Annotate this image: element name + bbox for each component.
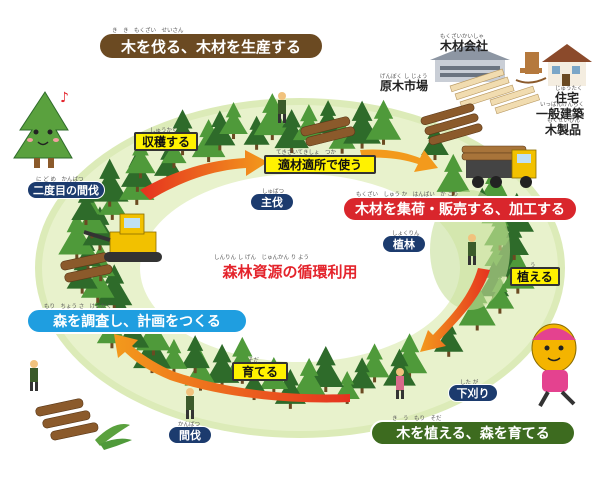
ruby-title: き き もくざい せいさん xyxy=(112,28,184,34)
ruby-housing: じゅうたく xyxy=(555,86,583,92)
step-plant-label: 植える xyxy=(510,267,560,286)
place-general-building-label: 一般建築 xyxy=(536,106,585,121)
conifer-tree xyxy=(307,346,344,393)
step-use-right-label: 適材適所で使う xyxy=(264,155,376,174)
title-cut-produce: 木を伐る、木材を生産する xyxy=(98,32,324,60)
ruby-grow: そだ xyxy=(248,358,260,364)
fern-icon xyxy=(95,424,132,450)
activity-planting-label: 植林 xyxy=(382,235,426,253)
activity-thinning-label: 間伐 xyxy=(168,426,212,444)
place-housing-label: 住宅 xyxy=(555,90,580,105)
step-grow-label: 育てる xyxy=(232,362,288,381)
arrow-plant-icon xyxy=(420,268,490,352)
place-wood-products-label: 木製品 xyxy=(545,122,582,137)
ruby-general-building: いっぱんけんちく xyxy=(540,102,585,108)
ruby-collect: もくざい しゅう か はんばい か こう xyxy=(356,192,459,198)
music-note-icon: ♪ xyxy=(60,90,69,106)
conifer-tree xyxy=(436,153,471,197)
conifer-tree xyxy=(191,119,226,163)
activity-main-cut-label: 主伐 xyxy=(250,193,294,211)
activity-second-thinning-label: 二度目の間伐 xyxy=(27,181,105,199)
ruby-center: しんりん し げん じゅんかん り よう xyxy=(214,255,309,261)
conifer-tree xyxy=(365,99,402,145)
ruby-harvest: しゅうかく xyxy=(150,128,178,134)
center-title: 森林資源の循環利用 xyxy=(222,262,358,281)
section-plant-grow-label: 木を植える、森を育てる xyxy=(370,420,576,446)
ruby-timber-company: もくざいかいしゃ xyxy=(440,34,485,40)
conifer-tree xyxy=(204,110,236,151)
log-pile-icon xyxy=(35,103,483,441)
ruby-plant-grow: き う もり そだ xyxy=(392,416,442,422)
place-timber-company-label: 木材会社 xyxy=(440,38,489,53)
arrow-grow-icon xyxy=(114,334,350,403)
conifer-tree xyxy=(71,187,101,226)
harvester-machine-icon xyxy=(83,213,162,262)
section-survey-plan-label: 森を調査し、計画をつくる xyxy=(26,308,248,334)
ruby-thinning: かんばつ xyxy=(178,422,201,428)
conifer-tree xyxy=(485,276,515,314)
step-harvest-label: 収穫する xyxy=(134,132,198,151)
ruby-weeding: した が xyxy=(460,380,479,386)
ruby-wood-products: もくせいひん xyxy=(547,118,581,124)
cycle-arrows xyxy=(114,149,490,403)
conifer-tree xyxy=(243,115,270,150)
ruby-planting: しょくりん xyxy=(392,231,420,237)
place-log-market-label: 原木市場 xyxy=(380,78,429,93)
conifer-tree xyxy=(160,338,188,374)
activity-weeding-label: 下刈り xyxy=(448,384,498,402)
arrow-use-right-icon xyxy=(360,149,438,172)
conifer-tree xyxy=(180,335,210,374)
conifer-tree xyxy=(125,139,156,179)
house-icon xyxy=(542,44,592,86)
arrow-harvest-icon xyxy=(140,150,268,200)
ruby-log-market: げんぼく し じょう xyxy=(380,74,428,80)
lumber-pile-icon xyxy=(449,68,541,115)
ruby-main-cut: しゅばつ xyxy=(262,189,285,195)
timber-truck-icon xyxy=(461,145,537,188)
ruby-second-thinning: に ど め かんばつ xyxy=(36,177,84,183)
conifer-tree xyxy=(253,93,291,141)
chair-icon xyxy=(515,52,547,84)
runner-mascot-icon xyxy=(531,323,577,407)
conifer-tree xyxy=(204,343,240,388)
conifer-tree xyxy=(219,102,248,140)
section-collect-sell-label: 木材を集荷・販売する、加工する xyxy=(342,196,578,222)
ruby-use-right: てきざいてきしょ つか xyxy=(276,150,337,156)
ruby-plant: う xyxy=(530,263,536,269)
tree-mascot-icon xyxy=(13,91,73,168)
ruby-survey: もり ちょう さ けいかく xyxy=(44,304,112,310)
conifer-tree xyxy=(348,357,376,394)
worker-icons xyxy=(30,92,476,419)
